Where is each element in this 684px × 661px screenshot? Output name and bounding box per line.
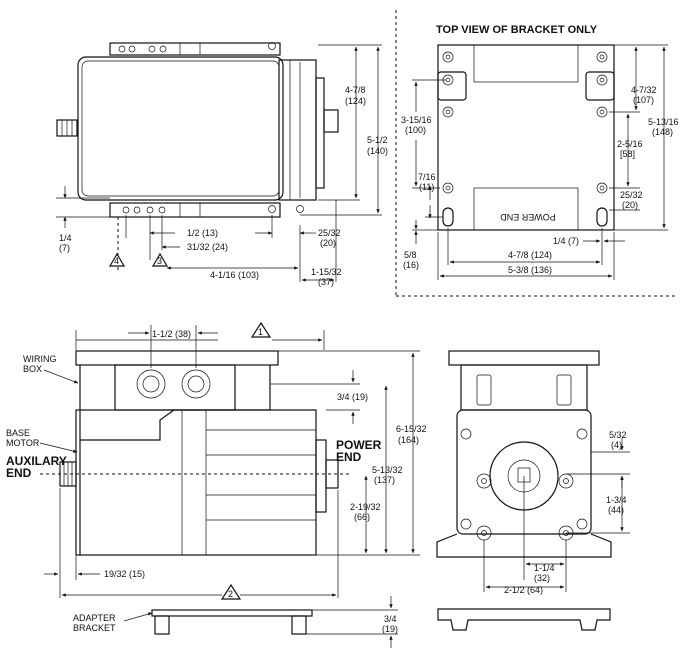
dim-1-1-2: 1-1/2 (38) <box>152 329 191 339</box>
dim-3-4: 3/4 (19) <box>337 392 368 402</box>
dim-19-32: 19/32 (15) <box>104 569 145 579</box>
dim-2-5-16-mm: [58] <box>620 149 635 159</box>
side-view: WIRING BOX BASE MOTOR AUXILARY END POWER… <box>6 321 427 648</box>
side-view-outline <box>40 350 350 635</box>
dim-4-7-32-mm: (107) <box>633 95 654 105</box>
dim-2-1-2: 2-1/2 (64) <box>504 585 543 595</box>
wiring-box-label-2: BOX <box>23 364 42 374</box>
dim-7-16: 7/16 <box>418 172 436 182</box>
dim-5-13-16-mm: (148) <box>652 127 673 137</box>
dim-25-32-bracket-mm: (20) <box>622 200 638 210</box>
dim-1-4-bracket: 1/4 (7) <box>553 236 579 246</box>
auxilary-end-label-2: END <box>6 466 32 480</box>
dim-25-32-bracket: 25/32 <box>620 190 643 200</box>
top-view: 4-7/8 (124) 5-1/2 (140) 1/4 (7) 1/2 (13)… <box>56 42 388 287</box>
end-view: 5/32 (4) 1-3/4 (44) 1-1/4 (32) 2-1/2 (64… <box>436 350 630 631</box>
dim-4-7-32: 4-7/32 <box>631 85 657 95</box>
dim-1-2: 1/2 (13) <box>187 228 218 238</box>
wiring-box-label-1: WIRING <box>23 354 57 364</box>
power-end-label-2: END <box>336 450 362 464</box>
dim-1-15-32: 1-15/32 <box>311 267 342 277</box>
callout-triangle-2 <box>220 583 242 600</box>
dim-1-4: 1/4 <box>59 233 72 243</box>
dim-5-1-2: 5-1/2 <box>367 135 388 145</box>
base-motor-label-1: BASE <box>6 428 30 438</box>
dim-adapter-3-4-mm: (19) <box>382 624 398 634</box>
callout-3-label: 3 <box>157 256 162 266</box>
dim-2-19-32: 2-19/32 <box>350 502 381 512</box>
dim-4-7-8-bracket: 4-7/8 (124) <box>508 250 552 260</box>
dim-1-3-4: 1-3/4 <box>606 495 627 505</box>
dim-5-13-16: 5-13/16 <box>648 117 679 127</box>
dim-1-1-4: 1-1/4 <box>534 563 555 573</box>
dim-3-15-16: 3-15/16 <box>401 115 432 125</box>
dim-4-1-16: 4-1/16 (103) <box>210 270 259 280</box>
dim-1-3-4-mm: (44) <box>608 505 624 515</box>
dim-1-1-4-mm: (32) <box>534 573 550 583</box>
top-view-dimensions: 4-7/8 (124) 5-1/2 (140) 1/4 (7) 1/2 (13)… <box>56 44 388 287</box>
dim-6-15-32-mm: (164) <box>398 435 419 445</box>
dim-2-19-32-mm: (66) <box>354 512 370 522</box>
dim-adapter-3-4: 3/4 <box>384 614 397 624</box>
adapter-bracket-label-2: BRACKET <box>73 623 116 633</box>
callout-triangle-1 <box>250 321 272 338</box>
dim-6-15-32: 6-15/32 <box>396 424 427 434</box>
dim-5-32: 5/32 <box>609 430 627 440</box>
dim-5-1-2-mm: (140) <box>367 146 388 156</box>
auxilary-end-label-1: AUXILARY <box>6 454 67 468</box>
dim-25-32-mm: (20) <box>320 238 336 248</box>
dim-31-32: 31/32 (24) <box>187 242 228 252</box>
adapter-bracket-label-1: ADAPTER <box>73 613 116 623</box>
dim-25-32: 25/32 <box>318 228 341 238</box>
callout-triangle-4 <box>108 252 126 267</box>
dim-7-16-mm: (11) <box>419 182 434 192</box>
base-motor-label-2: MOTOR <box>6 438 40 448</box>
bracket-outline: POWER END <box>437 44 615 231</box>
dim-5-13-32: 5-13/32 <box>372 465 403 475</box>
dim-4-7-8-mm: (124) <box>345 96 366 106</box>
dim-5-3-8-bracket: 5-3/8 (136) <box>508 265 552 275</box>
dim-1-4-mm: (7) <box>59 243 70 253</box>
bracket-dimensions: 4-7/32 (107) 5-13/16 (148) 2-5/16 [58] 2… <box>401 44 679 280</box>
top-view-outline <box>56 42 339 218</box>
side-view-dimensions: 1-1/2 (38) 1 3/4 (19) 6-15/32 (164) 5-13… <box>44 321 427 648</box>
dim-3-15-16-mm: (100) <box>405 125 426 135</box>
bracket-view-title: TOP VIEW OF BRACKET ONLY <box>436 24 598 36</box>
end-view-dimensions: 5/32 (4) 1-3/4 (44) 1-1/4 (32) 2-1/2 (64… <box>483 430 630 595</box>
side-view-labels: WIRING BOX BASE MOTOR AUXILARY END POWER… <box>6 354 382 633</box>
power-end-label: POWER END <box>500 212 556 222</box>
callout-4-label: 4 <box>114 256 119 266</box>
dim-5-13-32-mm: (137) <box>374 475 395 485</box>
dim-5-32-mm: (4) <box>611 440 622 450</box>
dim-1-15-32-mm: (37) <box>318 277 334 287</box>
callout-triangle-3 <box>151 252 169 267</box>
dim-2-5-16: 2-5/16 <box>617 139 643 149</box>
bracket-top-view: TOP VIEW OF BRACKET ONLY POWER END <box>401 24 679 280</box>
view-separator <box>395 10 676 297</box>
dim-4-7-8: 4-7/8 <box>345 85 366 95</box>
dim-5-8-mm: (16) <box>403 260 419 270</box>
callout-1-label: 1 <box>258 327 263 337</box>
callout-2-label: 2 <box>228 589 233 599</box>
dim-5-8: 5/8 <box>404 250 417 260</box>
power-end-label-1: POWER <box>336 438 382 452</box>
